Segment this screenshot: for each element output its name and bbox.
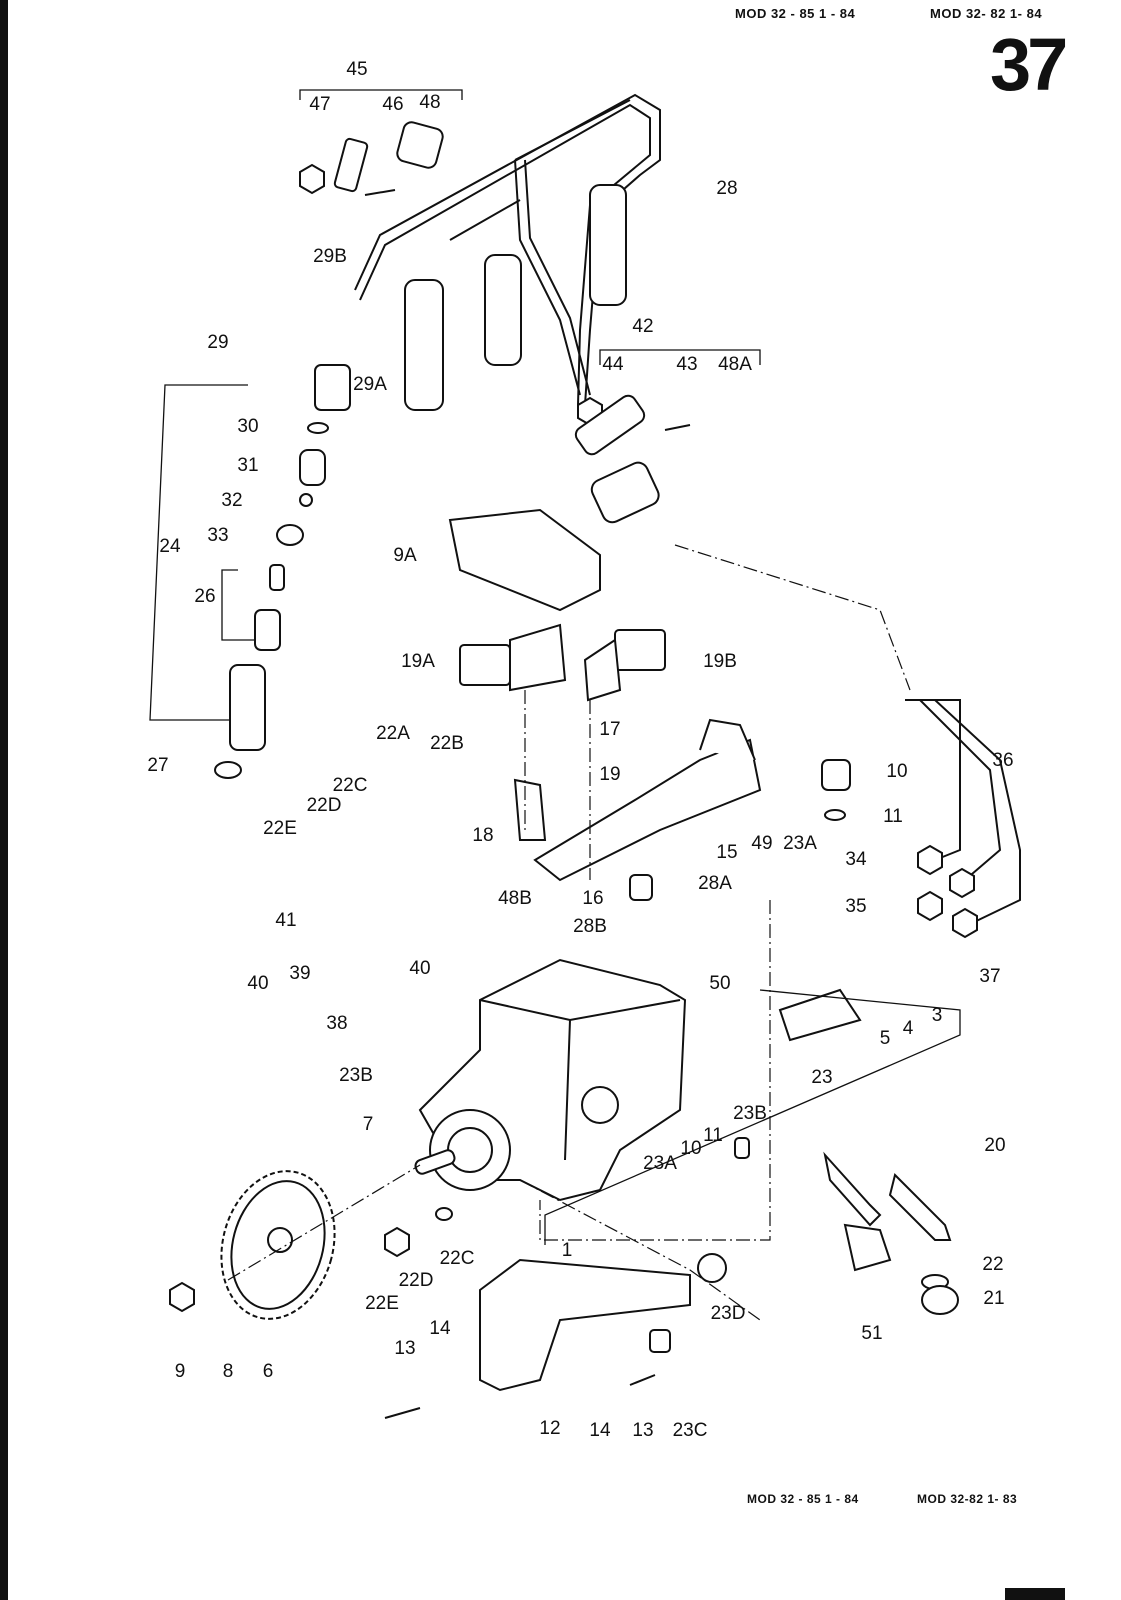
callout-27: 27 (147, 755, 168, 776)
callout-16: 16 (582, 888, 603, 909)
callout-41: 41 (275, 910, 296, 931)
callout-48b: 48B (498, 888, 532, 909)
callout-19b: 19B (703, 651, 737, 672)
callout-26: 26 (194, 586, 215, 607)
callout-7: 7 (363, 1114, 374, 1135)
callout-37: 37 (979, 966, 1000, 987)
callout-40: 40 (409, 958, 430, 979)
callout-4: 4 (903, 1018, 914, 1039)
callout-10: 10 (886, 761, 907, 782)
callout-22a: 22A (376, 723, 410, 744)
callout-24: 24 (159, 536, 181, 557)
callout-36: 36 (992, 750, 1013, 771)
page-number: 37 (990, 23, 1068, 106)
parts-drawing (149, 89, 1021, 1419)
callout-32: 32 (221, 490, 242, 511)
callout-28b: 28B (573, 916, 607, 937)
callout-3: 3 (932, 1005, 943, 1026)
callout-22b: 22B (430, 733, 464, 754)
callout-8: 8 (223, 1361, 234, 1382)
callout-13: 13 (632, 1420, 653, 1441)
callout-35: 35 (845, 896, 866, 917)
callout-22: 22 (982, 1254, 1003, 1275)
callout-44: 44 (602, 354, 624, 375)
page-border (0, 0, 8, 1600)
callout-23b: 23B (339, 1065, 373, 1086)
callout-22d: 22D (307, 795, 342, 816)
callout-9a: 9A (393, 545, 417, 566)
callout-31: 31 (237, 455, 258, 476)
callout-23c: 23C (673, 1420, 708, 1441)
callout-18: 18 (472, 825, 493, 846)
callout-19a: 19A (401, 651, 435, 672)
callout-40: 40 (247, 973, 268, 994)
callout-34: 34 (845, 849, 867, 870)
corner-mark (1005, 1588, 1065, 1600)
callout-29: 29 (207, 332, 228, 353)
callout-49: 49 (751, 833, 772, 854)
callout-22c: 22C (333, 775, 368, 796)
callout-11: 11 (883, 806, 903, 827)
callout-28a: 28A (698, 873, 732, 894)
callout-19: 19 (599, 764, 620, 785)
callout-1: 1 (562, 1240, 573, 1261)
callout-48a: 48A (718, 354, 752, 375)
callout-23d: 23D (711, 1303, 746, 1324)
callout-12: 12 (539, 1418, 560, 1439)
callout-43: 43 (676, 354, 697, 375)
callout-39: 39 (289, 963, 310, 984)
callout-33: 33 (207, 525, 228, 546)
callout-23b: 23B (733, 1103, 767, 1124)
callout-15: 15 (716, 842, 737, 863)
callout-38: 38 (326, 1013, 347, 1034)
callout-17: 17 (599, 719, 620, 740)
callout-5: 5 (880, 1028, 891, 1049)
callout-23a: 23A (783, 833, 817, 854)
callout-23: 23 (811, 1067, 832, 1088)
footer-model-b: MOD 32-82 1- 83 (917, 1492, 1018, 1506)
callout-22e: 22E (365, 1293, 399, 1314)
callout-10: 10 (680, 1138, 701, 1159)
header-model-b: MOD 32- 82 1- 84 (930, 6, 1043, 21)
callout-11: 11 (703, 1125, 723, 1146)
callout-46: 46 (382, 94, 403, 115)
callout-50: 50 (709, 973, 730, 994)
callout-42: 42 (632, 316, 653, 337)
callout-14: 14 (589, 1420, 611, 1441)
callout-22d: 22D (399, 1270, 434, 1291)
callout-30: 30 (237, 416, 258, 437)
callout-51: 51 (861, 1323, 882, 1344)
callout-9: 9 (175, 1361, 186, 1382)
callout-22c: 22C (440, 1248, 475, 1269)
callout-28: 28 (716, 178, 737, 199)
header-model-a: MOD 32 - 85 1 - 84 (735, 6, 856, 21)
callout-23a: 23A (643, 1153, 677, 1174)
callout-45: 45 (346, 59, 367, 80)
callout-47: 47 (309, 94, 330, 115)
callout-20: 20 (984, 1135, 1005, 1156)
footer-model-a: MOD 32 - 85 1 - 84 (747, 1492, 859, 1506)
callout-21: 21 (983, 1288, 1004, 1309)
callout-29b: 29B (313, 246, 347, 267)
callout-29a: 29A (353, 374, 387, 395)
callout-6: 6 (263, 1361, 274, 1382)
callout-13: 13 (394, 1338, 415, 1359)
callout-14: 14 (429, 1318, 451, 1339)
callout-22e: 22E (263, 818, 297, 839)
callout-48: 48 (419, 92, 440, 113)
